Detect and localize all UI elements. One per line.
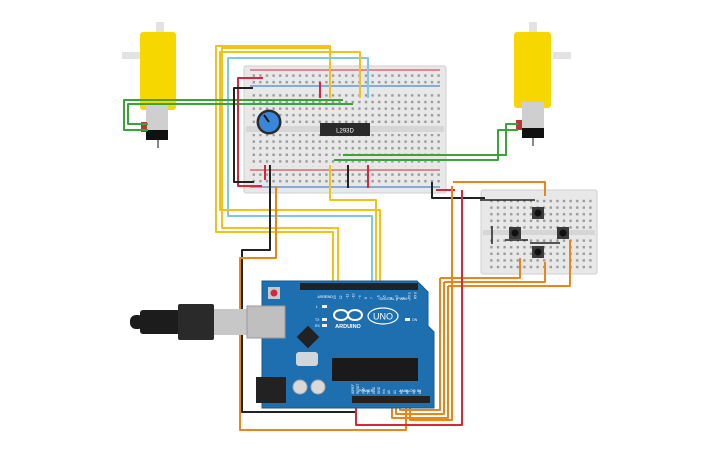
gnd-label: GND (325, 295, 333, 299)
digital-pin-label-3: ~10 (352, 293, 356, 299)
analog-pin-label-4: A4 (412, 390, 416, 394)
l293d-label: L293D (336, 129, 354, 135)
dc-motor-left[interactable] (122, 22, 176, 148)
digital-pin-label-0: 13 (333, 295, 337, 299)
digital-pin-label-11: 2 (401, 297, 405, 299)
power-pin-label-6: Vin (382, 389, 386, 394)
mini-board-jumpers (480, 199, 560, 244)
digital-pin-label-9: 4 (389, 297, 393, 299)
power-pin-label-3: 5V (367, 389, 371, 394)
power-pin-label-0: IOREF (351, 384, 355, 394)
dc-motor-right[interactable] (514, 22, 571, 146)
digital-pin-label-13: RX 0 (414, 292, 418, 299)
analog-header-label: ANALOG IN (399, 388, 421, 393)
mini-breadboard[interactable] (480, 189, 598, 275)
potentiometer[interactable] (256, 109, 282, 135)
led-tx-label: TX (315, 318, 320, 322)
aref-label: AREF (317, 295, 326, 299)
digital-pin-label-7: ~6 (376, 295, 380, 299)
arduino-logo-icon (333, 309, 363, 321)
power-header-label: POWER (358, 388, 373, 393)
power-pin-label-4: GND (372, 386, 376, 394)
push-button-left[interactable] (509, 227, 521, 239)
digital-pin-label-8: ~5 (383, 295, 387, 299)
wires (123, 45, 571, 431)
digital-pin-label-10: ~3 (395, 295, 399, 299)
digital-pin-label-6: 7 (370, 297, 374, 299)
analog-pin-label-1: A1 (393, 390, 397, 394)
l293d-chip[interactable]: L293D (320, 123, 370, 136)
power-pin-label-1: RESET (356, 383, 360, 394)
digital-pin-label-4: ~9 (358, 295, 362, 299)
power-pin-label-2: 3.3V (361, 387, 365, 394)
arduino-uno-board[interactable]: ARDUINO UNO DIGITAL (PWM~) POWER ANALOG … (246, 280, 435, 409)
arduino-model-text: UNO (373, 312, 393, 322)
led-rx-label: RX (315, 324, 321, 328)
power-pin-label-5: GND (377, 386, 381, 394)
led-on-label: ON (412, 318, 418, 322)
arduino-logo-text: ARDUINO (335, 324, 361, 330)
digital-header-label: DIGITAL (PWM~) (380, 296, 412, 301)
digital-pin-label-5: 8 (364, 297, 368, 299)
analog-pin-label-3: A3 (406, 390, 410, 394)
usb-cable (130, 304, 248, 340)
push-button-right[interactable] (557, 227, 569, 239)
analog-pin-label-0: A0 (387, 390, 391, 394)
push-button-bottom[interactable] (532, 246, 544, 258)
digital-pin-label-12: TX 1 (407, 292, 411, 299)
analog-pin-label-5: A5 (418, 390, 422, 394)
analog-pin-label-2: A2 (399, 390, 403, 394)
push-button-top[interactable] (532, 207, 544, 219)
led-l-label: L (316, 305, 318, 309)
digital-pin-label-1: 12 (339, 295, 343, 299)
digital-pin-label-2: ~11 (345, 294, 349, 299)
